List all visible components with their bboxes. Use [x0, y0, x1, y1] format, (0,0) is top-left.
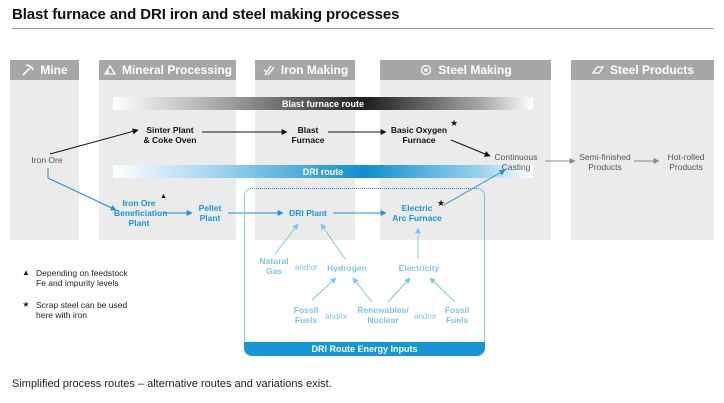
- column-mine: [10, 60, 79, 240]
- dri-route-band: DRI route: [113, 165, 533, 178]
- column-mineral-processing: [99, 60, 236, 240]
- node-electricity: Electricity: [398, 263, 440, 273]
- and-or-fossil-renew: and/or: [325, 312, 348, 321]
- arrow-ore-to-beneficiation: [47, 168, 117, 211]
- dri-energy-inputs-label: DRI Route Energy Inputs: [244, 342, 485, 356]
- star-marker-bof: ★: [450, 118, 459, 128]
- arrow-eaf-to-casting: [443, 169, 506, 206]
- and-or-renew-fossil: and/or: [414, 312, 437, 321]
- footnote: Simplified process routes – alternative …: [12, 378, 332, 390]
- arrow-hydrogen-to-dri: [320, 223, 346, 260]
- node-iron-ore: Iron Ore: [31, 155, 63, 165]
- arrow-renew-to-electricity: [387, 277, 411, 303]
- iron-making-icon: [263, 65, 275, 76]
- column-header-steel-products: Steel Products: [571, 60, 714, 80]
- column-label: Steel Making: [438, 63, 512, 77]
- diagram-title: Blast furnace and DRI iron and steel mak…: [12, 6, 400, 23]
- node-sinter-plant: Sinter Plant& Coke Oven: [143, 125, 197, 145]
- steel-products-icon: [591, 66, 605, 74]
- arrow-fossil-b-to-electricity: [429, 277, 456, 303]
- triangle-icon: ▲: [22, 268, 30, 277]
- column-iron-making: [255, 60, 355, 240]
- column-label: Iron Making: [280, 63, 349, 77]
- title-divider: [12, 28, 714, 29]
- column-label: Mineral Processing: [121, 63, 233, 77]
- arrow-ore-to-sinter: [49, 128, 139, 155]
- pickaxe-icon: [22, 64, 35, 76]
- column-steel-making: [380, 60, 551, 240]
- column-header-mineral-processing: Mineral Processing: [99, 60, 236, 80]
- column-steel-products: [571, 60, 714, 240]
- column-label: Mine: [40, 63, 68, 77]
- arrow-gas-to-dri: [274, 223, 299, 255]
- arrow-bof-to-casting: [450, 139, 491, 157]
- column-header-iron-making: Iron Making: [255, 60, 355, 80]
- arrow-renew-to-hydrogen: [352, 277, 373, 303]
- blast-furnace-route-band: Blast furnace route: [113, 97, 533, 110]
- column-header-mine: Mine: [10, 60, 79, 80]
- column-label: Steel Products: [609, 63, 695, 77]
- blast-furnace-route-label: Blast furnace route: [281, 98, 365, 109]
- star-icon: ★: [22, 300, 30, 309]
- node-hydrogen: Hydrogen: [327, 263, 367, 273]
- and-or-gas-hydrogen: and/or: [295, 263, 318, 272]
- star-marker-eaf: ★: [437, 198, 446, 208]
- steel-making-icon: [421, 64, 432, 76]
- dri-route-label: DRI route: [302, 166, 344, 177]
- mineral-processing-icon: [103, 64, 117, 75]
- node-renewables-nuclear: Renewables/Nuclear: [357, 305, 409, 325]
- arrow-fossil-a-to-hydrogen: [311, 277, 337, 301]
- triangle-marker-beneficiation: ▲: [160, 193, 167, 200]
- node-dri-plant: DRI Plant: [289, 208, 327, 218]
- column-header-steel-making: Steel Making: [380, 60, 551, 80]
